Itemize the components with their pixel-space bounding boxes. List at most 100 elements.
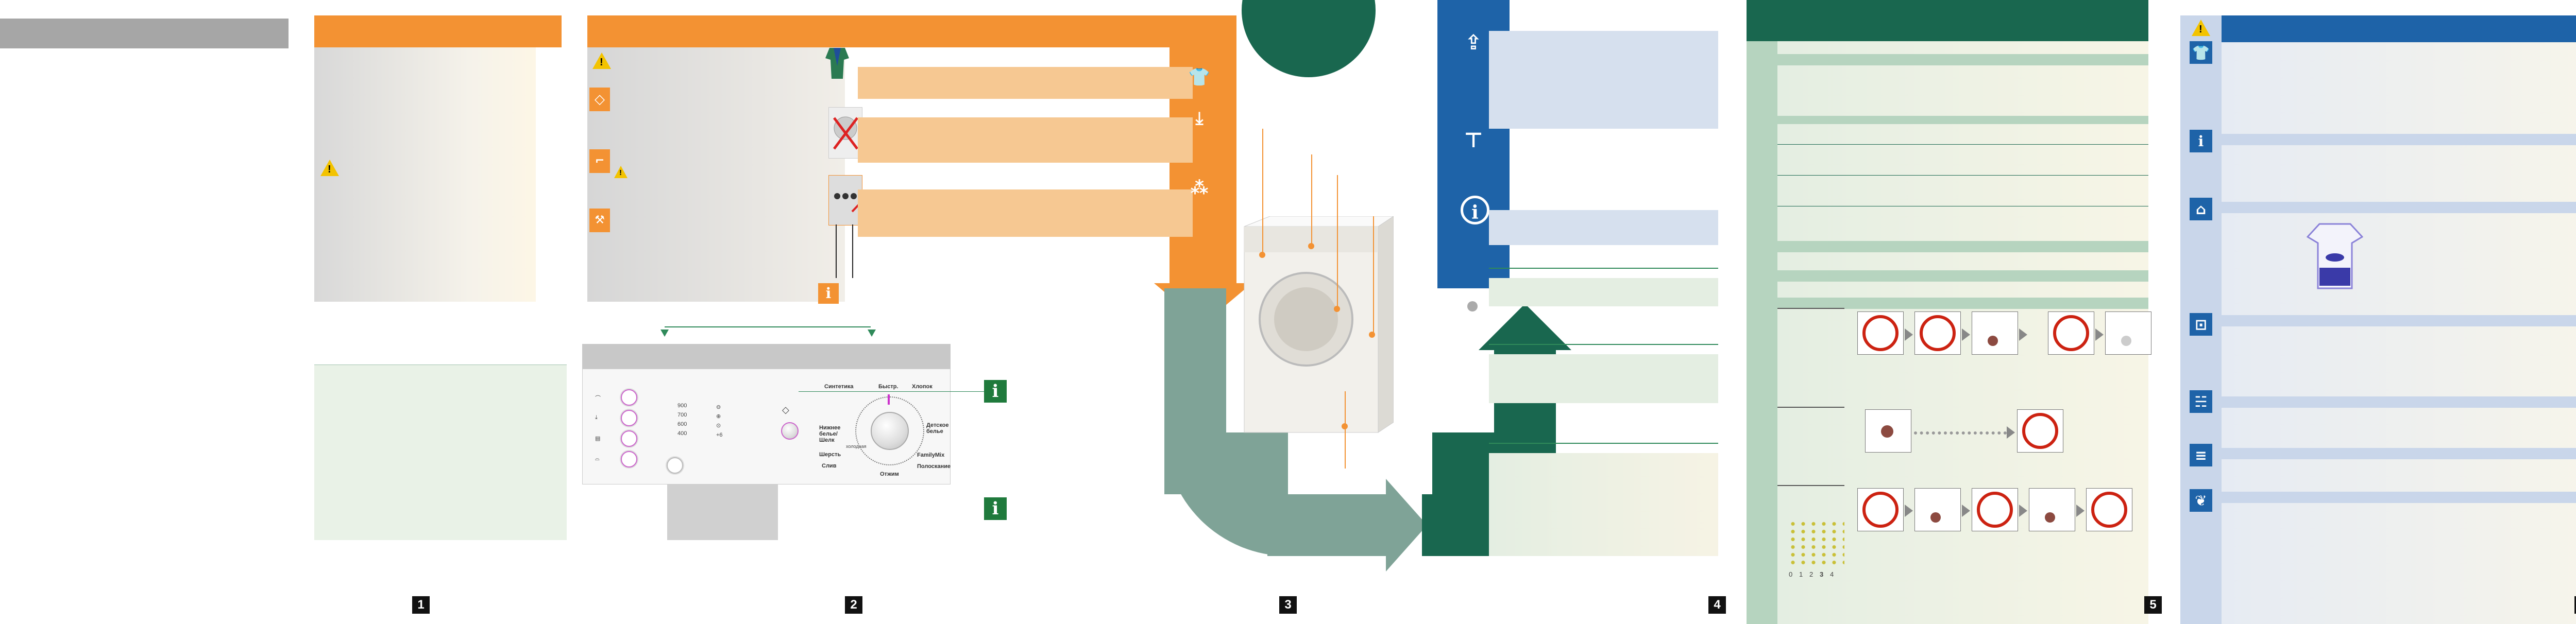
info-icon-green-1: i: [984, 380, 1007, 403]
light-blue-block-1: [1489, 31, 1718, 129]
gradient-text-block: [314, 47, 536, 302]
panel-6-band-5: [2222, 448, 2576, 459]
orange-band-2: [858, 117, 1193, 163]
indicator-led: [1988, 336, 1998, 346]
door-icon: ◇: [589, 88, 610, 111]
grey-text-area: [587, 47, 845, 302]
warning-icon: !: [592, 53, 611, 69]
program-pointer: [888, 394, 890, 405]
dial-step-4: [2048, 311, 2094, 355]
green-connector-lines: [665, 326, 871, 338]
step-arrow-9: [2076, 505, 2084, 517]
orange-band-1: [858, 67, 1193, 99]
panel-6-header: [2222, 15, 2576, 42]
step-arrow-7: [1962, 505, 1970, 517]
tumble-icon: ⊡: [2190, 313, 2212, 336]
option-button-3[interactable]: [621, 430, 637, 447]
door-knob[interactable]: [781, 422, 799, 440]
warning-icon: !: [320, 160, 339, 176]
upload-icon: ⇪: [1465, 31, 1482, 55]
light-green-block-1: [1489, 278, 1718, 306]
detergent-icon: ⤓: [1195, 108, 1204, 129]
connector-arrow-right: [868, 330, 876, 337]
panel-5: 0 1 2 3 4: [1747, 0, 2169, 624]
page-number-1: 1: [412, 596, 430, 614]
panel-1: !: [0, 0, 567, 624]
panel-6-band-6: [2222, 492, 2576, 503]
speed-label-4: 400: [677, 430, 687, 437]
section-header-bar: [314, 15, 562, 47]
shirt-icon: 👕: [1188, 67, 1211, 88]
callout-line-1: [1262, 129, 1263, 255]
option-button-4[interactable]: [621, 451, 637, 467]
prog-label-wool: Шерсть: [819, 452, 841, 458]
dial-ring: [1862, 315, 1899, 351]
prog-label-underwear: Нижнее белье/Шелк: [819, 425, 841, 443]
panel-6-band-3: [2222, 315, 2576, 326]
program-dial-ring: [855, 396, 924, 465]
callout-line-5: [1345, 391, 1346, 469]
page-number-6: 6: [2574, 596, 2576, 614]
panel-5-band-2: [1777, 116, 2148, 124]
page-number-3: 3: [1279, 596, 1297, 614]
panel-6-content-bg: [2222, 42, 2576, 624]
sequence-rule-1: [1777, 308, 1844, 309]
door-open-icon: ◇: [782, 405, 789, 415]
dial-step-11: [2029, 488, 2075, 531]
start-button[interactable]: [667, 457, 683, 474]
indicator-led-grey: [2121, 336, 2131, 346]
speed-label-2: 700: [677, 412, 687, 418]
level-number-0: 0: [1789, 570, 1793, 578]
prog-label-synthetics: Синтетика: [824, 384, 854, 390]
dial-step-5: [2105, 311, 2151, 355]
page-number-4: 4: [1708, 596, 1726, 614]
dial-step-7: [2017, 409, 2063, 453]
green-rule-3: [1489, 443, 1718, 444]
option-icon-4: ⌓: [595, 456, 600, 462]
panel-4: [1489, 0, 1747, 624]
dark-green-semicircle: [1242, 0, 1376, 77]
step-arrow-5: [2007, 426, 2015, 439]
spanner-icon: ⚒: [589, 209, 610, 232]
dial-step-3: [1972, 311, 2018, 355]
sage-flow-arrowhead: [1386, 479, 1427, 571]
indicator-led: [2045, 512, 2055, 523]
basket-icon: ⌂: [2190, 198, 2212, 220]
panel-2: ! ◇ ⌐ ! ⚒ 👕 ⤓ ⁂ i ⌒ ⤓ ▤ ⌓ 900 700 600 40…: [582, 0, 1355, 624]
program-selector-knob[interactable]: [871, 412, 909, 450]
speed-label-3: 600: [677, 421, 687, 427]
washing-machine-illustration: [1239, 216, 1395, 453]
option-icon-3: ▤: [595, 436, 601, 442]
indicator-led: [1881, 425, 1893, 438]
option-button-2[interactable]: [621, 410, 637, 426]
warning-icon: !: [2192, 20, 2210, 36]
option-button-1[interactable]: [621, 389, 637, 406]
dial-step-9: [1914, 488, 1961, 531]
light-green-block-2: [1489, 354, 1718, 403]
transport-bolts-illustration: [828, 175, 862, 226]
level-number-4: 4: [1830, 570, 1834, 578]
shirt-icon: 👕: [2190, 41, 2212, 64]
dial-step-10: [1972, 488, 2018, 531]
speed-label-1: 900: [677, 403, 687, 409]
sequence-rule-2: [1777, 407, 1844, 408]
panel-5-band-5: [1777, 298, 2148, 309]
panel-5-header: [1747, 0, 2148, 41]
prog-label-cold: холодная: [846, 444, 867, 449]
control-panel-bottom-strip: [667, 484, 778, 540]
dial-step-12: [2086, 488, 2132, 531]
shirt-stain-illustration: [2306, 221, 2364, 291]
light-green-block-3: [1489, 453, 1718, 556]
dial-ring: [2053, 315, 2089, 351]
panel-5-band-1: [1777, 54, 2148, 65]
dark-green-arrowhead: [1479, 304, 1571, 350]
level-indicator-grid: [1788, 520, 1844, 566]
panel-6-band-2: [2222, 202, 2576, 213]
green-rule-1: [1489, 268, 1718, 269]
bucket-icon: ☵: [2190, 390, 2212, 413]
step-arrow-4: [2095, 328, 2104, 341]
status-symbols: ⊖⊕⊙+6: [716, 404, 723, 438]
panel-6-band-1: [2222, 134, 2576, 145]
detergent-crossed-illustration: [828, 107, 862, 159]
option-icon-1: ⌒: [595, 395, 601, 402]
